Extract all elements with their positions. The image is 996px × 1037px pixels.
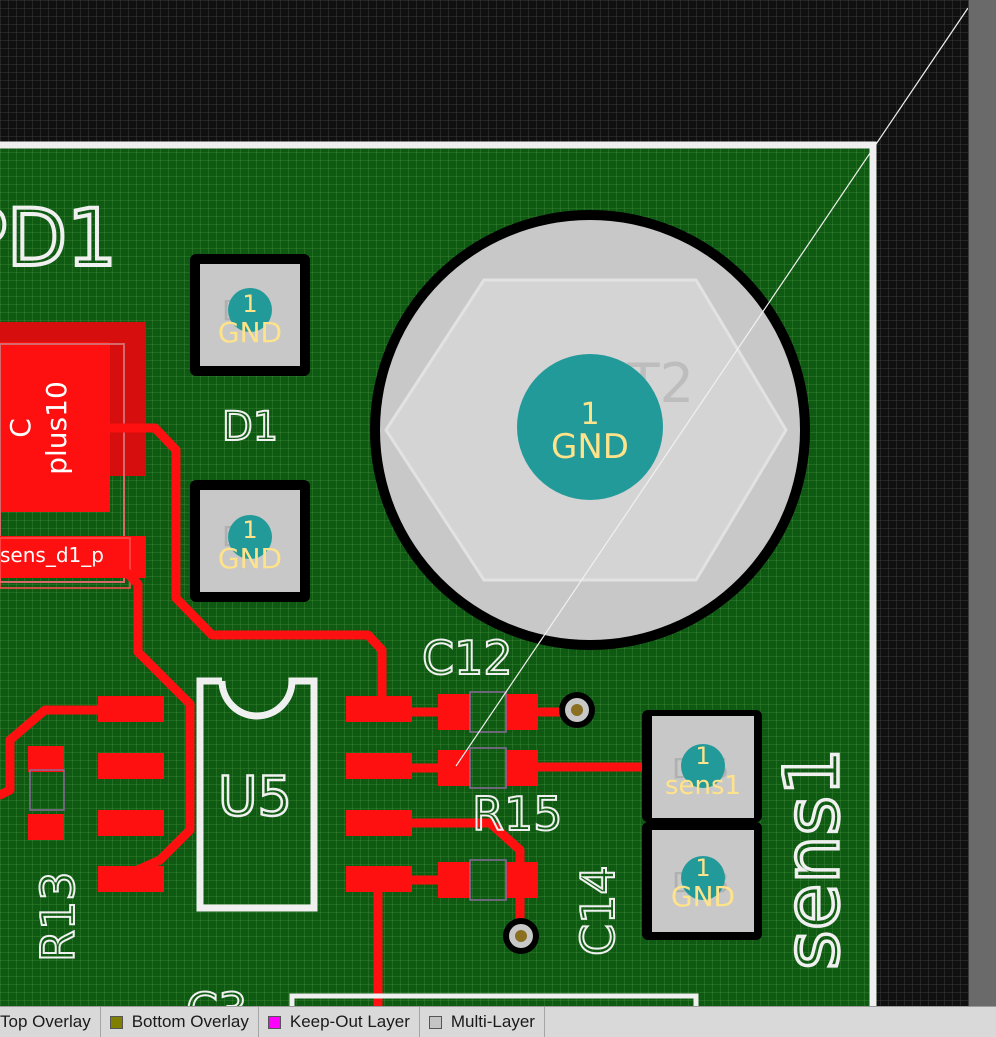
d1-designator: D1 — [222, 404, 278, 450]
c3-designator: C3 — [186, 983, 247, 1006]
layer-tab-label: Keep-Out Layer — [289, 1012, 410, 1031]
c12-pad-2[interactable] — [506, 694, 538, 730]
svg-text:1: 1 — [242, 516, 257, 544]
svg-text:GND: GND — [218, 316, 282, 349]
net-sens-d1-p-label: sens_d1_p — [0, 543, 104, 567]
pad-d1-mid[interactable]: D3 1 GND — [190, 480, 310, 602]
c14-designator: C14 — [571, 865, 625, 956]
r13-designator: R13 — [31, 872, 85, 963]
layer-tab-keep-out[interactable]: Keep-Out Layer — [259, 1007, 420, 1037]
sens1-label: sens1 — [767, 748, 856, 970]
r15-pad-1[interactable] — [438, 750, 470, 786]
net-c-label: C — [4, 418, 37, 438]
r15-designator: R15 — [472, 787, 563, 841]
designator-pd1: PD1 — [0, 194, 117, 284]
pad-sens1[interactable]: D15 1 sens1 — [642, 710, 762, 822]
copper-traces — [0, 423, 655, 1006]
layer-color-swatch — [109, 1015, 123, 1029]
layer-color-swatch — [428, 1015, 442, 1029]
layer-tab-bar: Top Overlay Bottom Overlay Keep-Out Laye… — [0, 1006, 996, 1037]
u5-right-pads[interactable] — [346, 696, 412, 892]
vertical-scrollbar[interactable] — [968, 0, 996, 1006]
c14-pad-1[interactable] — [438, 862, 470, 898]
svg-text:1: 1 — [695, 742, 710, 770]
layer-tab-label: Top Overlay — [0, 1012, 91, 1031]
layer-tab-top-overlay[interactable]: Top Overlay — [0, 1007, 101, 1037]
svg-text:GND: GND — [671, 880, 735, 913]
pad-d1-top[interactable]: D2 1 GND — [190, 254, 310, 376]
svg-text:1: 1 — [695, 854, 710, 882]
layer-tab-label: Bottom Overlay — [131, 1012, 249, 1031]
c14-pad-2[interactable] — [506, 862, 538, 898]
svg-text:1: 1 — [242, 290, 257, 318]
u5-designator: U5 — [218, 765, 292, 828]
svg-text:GND: GND — [218, 542, 282, 575]
mounting-hole-mt2[interactable]: MT2 1 GND — [370, 210, 810, 650]
svg-text:sens1: sens1 — [665, 771, 741, 801]
ratsnest-line — [455, 7, 968, 767]
c12-pad-1[interactable] — [438, 694, 470, 730]
u5-outline — [196, 677, 318, 912]
net-plus10-label: plus10 — [40, 381, 73, 475]
svg-text:GND: GND — [551, 427, 629, 467]
u5-left-pads[interactable] — [28, 696, 164, 892]
pad-gnd-right[interactable]: D13 1 GND — [642, 822, 762, 940]
r15-pad-2[interactable] — [506, 750, 538, 786]
board-outline — [0, 141, 877, 1006]
layer-tab-label: Multi-Layer — [450, 1012, 535, 1031]
via-c14[interactable] — [503, 918, 539, 954]
pcb-canvas[interactable]: PD1 C plus10 sens_d1_p — [0, 0, 968, 1006]
layer-tab-bottom-overlay[interactable]: Bottom Overlay — [101, 1007, 259, 1037]
svg-text:1: 1 — [580, 397, 599, 432]
layer-color-swatch — [267, 1015, 281, 1029]
c12-designator: C12 — [422, 631, 513, 685]
layer-tab-multi-layer[interactable]: Multi-Layer — [420, 1007, 545, 1037]
via-c12[interactable] — [559, 692, 595, 728]
